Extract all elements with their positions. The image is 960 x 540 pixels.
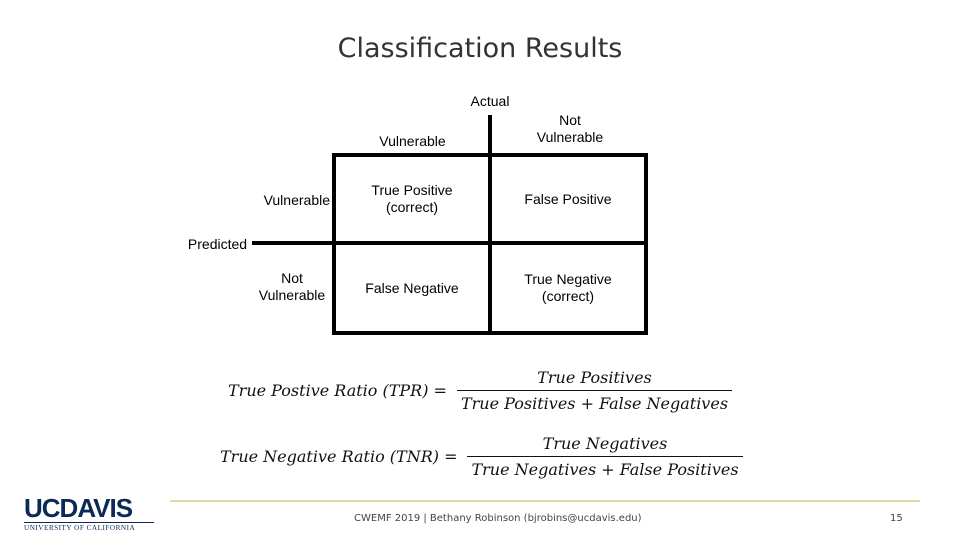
tnr-numerator: True Negatives [542, 434, 668, 453]
ucdavis-logo: UCDAVIS UNIVERSITY OF CALIFORNIA [24, 493, 154, 532]
cell-false-positive: False Positive [524, 190, 612, 207]
footer-text: CWEMF 2019 | Bethany Robinson (bjrobins@… [354, 513, 642, 524]
cell-false-negative: False Negative [365, 279, 459, 296]
predicted-axis-line [252, 241, 334, 245]
row-label-vulnerable: Vulnerable [263, 192, 330, 208]
tpr-numerator: True Positives [537, 368, 652, 387]
footer-rule [170, 500, 920, 502]
tpr-denominator: True Positives + False Negatives [456, 390, 733, 413]
logo-subtitle: UNIVERSITY OF CALIFORNIA [24, 522, 154, 532]
col-label-not-vulnerable: Not Vulnerable [536, 112, 604, 145]
page-number: 15 [890, 513, 903, 524]
cell-true-negative: True Negative (correct) [524, 271, 612, 304]
tnr-lhs: True Negative Ratio (TNR) = [220, 447, 458, 466]
row-label-not-vulnerable: Not Vulnerable [258, 270, 326, 303]
tnr-formula: True Negative Ratio (TNR) = True Negativ… [220, 434, 743, 479]
col-label-vulnerable: Vulnerable [379, 133, 446, 149]
matrix-divider-horizontal [332, 241, 648, 245]
logo-wordmark: UCDAVIS [24, 493, 133, 523]
tnr-denominator: True Negatives + False Positives [467, 456, 743, 479]
cell-true-positive: True Positive (correct) [371, 182, 453, 215]
tpr-formula: True Postive Ratio (TPR) = True Positive… [228, 368, 733, 413]
axis-label-predicted: Predicted [187, 236, 248, 252]
axis-label-actual: Actual [470, 93, 510, 109]
actual-axis-line [488, 115, 492, 155]
slide-title: Classification Results [337, 33, 623, 64]
tpr-fraction: True Positives True Positives + False Ne… [456, 368, 733, 413]
tpr-lhs: True Postive Ratio (TPR) = [228, 381, 447, 400]
tnr-fraction: True Negatives True Negatives + False Po… [467, 434, 743, 479]
